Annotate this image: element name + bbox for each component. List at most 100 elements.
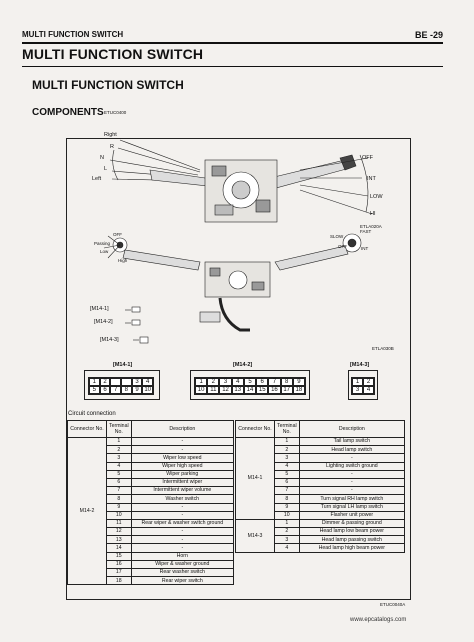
pin: 12: [219, 386, 232, 394]
terminal-cell: 8: [274, 494, 300, 504]
terminal-cell: 8: [106, 494, 132, 504]
terminal-cell: 14: [106, 543, 132, 553]
terminal-cell: 9: [106, 502, 132, 512]
header-rule: [22, 42, 443, 44]
description-cell: Intermittent wiper volume: [130, 486, 235, 496]
pin: 6: [256, 378, 269, 386]
description-cell: Turn signal LH lamp switch: [298, 502, 406, 512]
col-connector: Connector No.: [67, 420, 107, 438]
footer-watermark: www.epcatalogs.com: [350, 617, 407, 623]
terminal-cell: 5: [106, 469, 132, 479]
description-cell: Flasher unit power: [298, 510, 406, 520]
description-cell: Turn signal RH lamp switch: [298, 494, 406, 504]
pin: 1: [195, 378, 208, 386]
diagram1-code: ETLA020A: [360, 224, 382, 229]
pin: 11: [207, 386, 220, 394]
description-cell: Wiper & washer ground: [130, 559, 235, 570]
wiper-label-low: LOW: [370, 194, 383, 200]
pin: 17: [280, 386, 293, 394]
pin: 2: [363, 378, 374, 386]
pin: 3: [219, 378, 232, 386]
m14-1-housing: [84, 370, 160, 400]
light-label-off: OFF: [113, 232, 122, 237]
turn-label-n: N: [100, 155, 104, 161]
pin: 15: [256, 386, 269, 394]
description-cell: Dimmer & passing ground: [298, 518, 406, 529]
wash-label-fast: FAST: [360, 229, 372, 234]
pin: 2: [99, 378, 111, 386]
description-cell: -: [298, 486, 406, 496]
description-cell: Intermittent wiper: [130, 477, 235, 488]
pin: 3: [352, 386, 363, 394]
turn-label-left: Left: [92, 176, 102, 182]
m14-2-label: [M14-2]: [233, 362, 253, 368]
connector-cell: M14-2: [67, 436, 107, 586]
terminal-cell: 4: [106, 461, 132, 471]
light-label-high: High: [118, 258, 128, 263]
ref-m14-1: [M14-1]: [90, 306, 109, 312]
pin: 18: [292, 386, 305, 394]
description-cell: Head lamp switch: [298, 445, 406, 455]
pin: [121, 378, 132, 386]
pin: 7: [268, 378, 281, 386]
description-cell: Rear wiper switch: [130, 576, 235, 586]
description-cell: Head lamp high beam power: [298, 543, 406, 553]
pin: 1: [352, 378, 363, 386]
turn-label-r: R: [110, 144, 114, 150]
terminal-cell: 17: [106, 567, 132, 578]
m14-2-housing: [190, 370, 310, 400]
components-heading: COMPONENTS: [32, 107, 104, 118]
pin: 8: [121, 386, 132, 394]
terminal-cell: 6: [106, 477, 132, 488]
col-description: Description: [298, 420, 406, 438]
ref-m14-2: [M14-2]: [94, 319, 113, 325]
terminal-cell: 15: [106, 551, 132, 561]
pin: 2: [207, 378, 220, 386]
terminal-cell: 10: [106, 510, 132, 520]
diagram2-code: ETLA030B: [372, 346, 394, 351]
m14-3-pins: 1 2 3 4: [351, 377, 375, 395]
col-connector: Connector No.: [235, 420, 275, 438]
terminal-cell: 2: [274, 527, 300, 537]
page-header: MULTI FUNCTION SWITCH BE -29: [22, 30, 443, 42]
terminal-cell: 3: [274, 535, 300, 545]
m14-3-housing: [348, 370, 378, 400]
pin: 7: [110, 386, 121, 394]
description-cell: -: [130, 527, 235, 537]
terminal-cell: 5: [274, 469, 300, 479]
description-cell: -: [130, 535, 235, 545]
terminal-cell: 1: [274, 518, 300, 529]
pin: 4: [363, 386, 374, 394]
description-cell: Lighting switch ground: [298, 461, 406, 471]
description-cell: -: [130, 445, 235, 455]
description-cell: Rear washer switch: [130, 567, 235, 578]
description-cell: Washer switch: [130, 494, 235, 504]
light-label-passing: Passing: [94, 241, 111, 246]
description-cell: Rear wiper & washer switch ground: [130, 518, 235, 529]
pin: 5: [243, 378, 257, 386]
m14-1-label: [M14-1]: [113, 362, 133, 368]
light-label-low: Low: [100, 249, 109, 254]
description-cell: Head lamp passing switch: [298, 535, 406, 545]
wiper-label-hi: HI: [370, 211, 376, 217]
terminal-cell: 7: [106, 486, 132, 496]
terminal-cell: 2: [274, 445, 300, 455]
wiper-label-off: OFF: [362, 155, 373, 161]
pin: 1: [89, 378, 100, 386]
description-cell: Horn: [130, 551, 235, 561]
description-cell: Wiper parking: [130, 469, 235, 479]
turn-label-l: L: [104, 166, 108, 172]
pin: 9: [131, 386, 143, 394]
terminal-cell: 18: [106, 576, 132, 586]
description-cell: Tail lamp switch: [298, 436, 406, 447]
pin: 6: [99, 386, 111, 394]
terminal-cell: 12: [106, 527, 132, 537]
page-title: MULTI FUNCTION SWITCH: [22, 46, 204, 62]
title-rule: [22, 66, 443, 67]
terminal-cell: 1: [274, 436, 300, 447]
connector-cell: M14-3: [235, 518, 275, 553]
turn-label-right: Right: [104, 132, 117, 138]
section-title: MULTI FUNCTION SWITCH: [32, 78, 184, 92]
figure-frame: [66, 138, 411, 600]
